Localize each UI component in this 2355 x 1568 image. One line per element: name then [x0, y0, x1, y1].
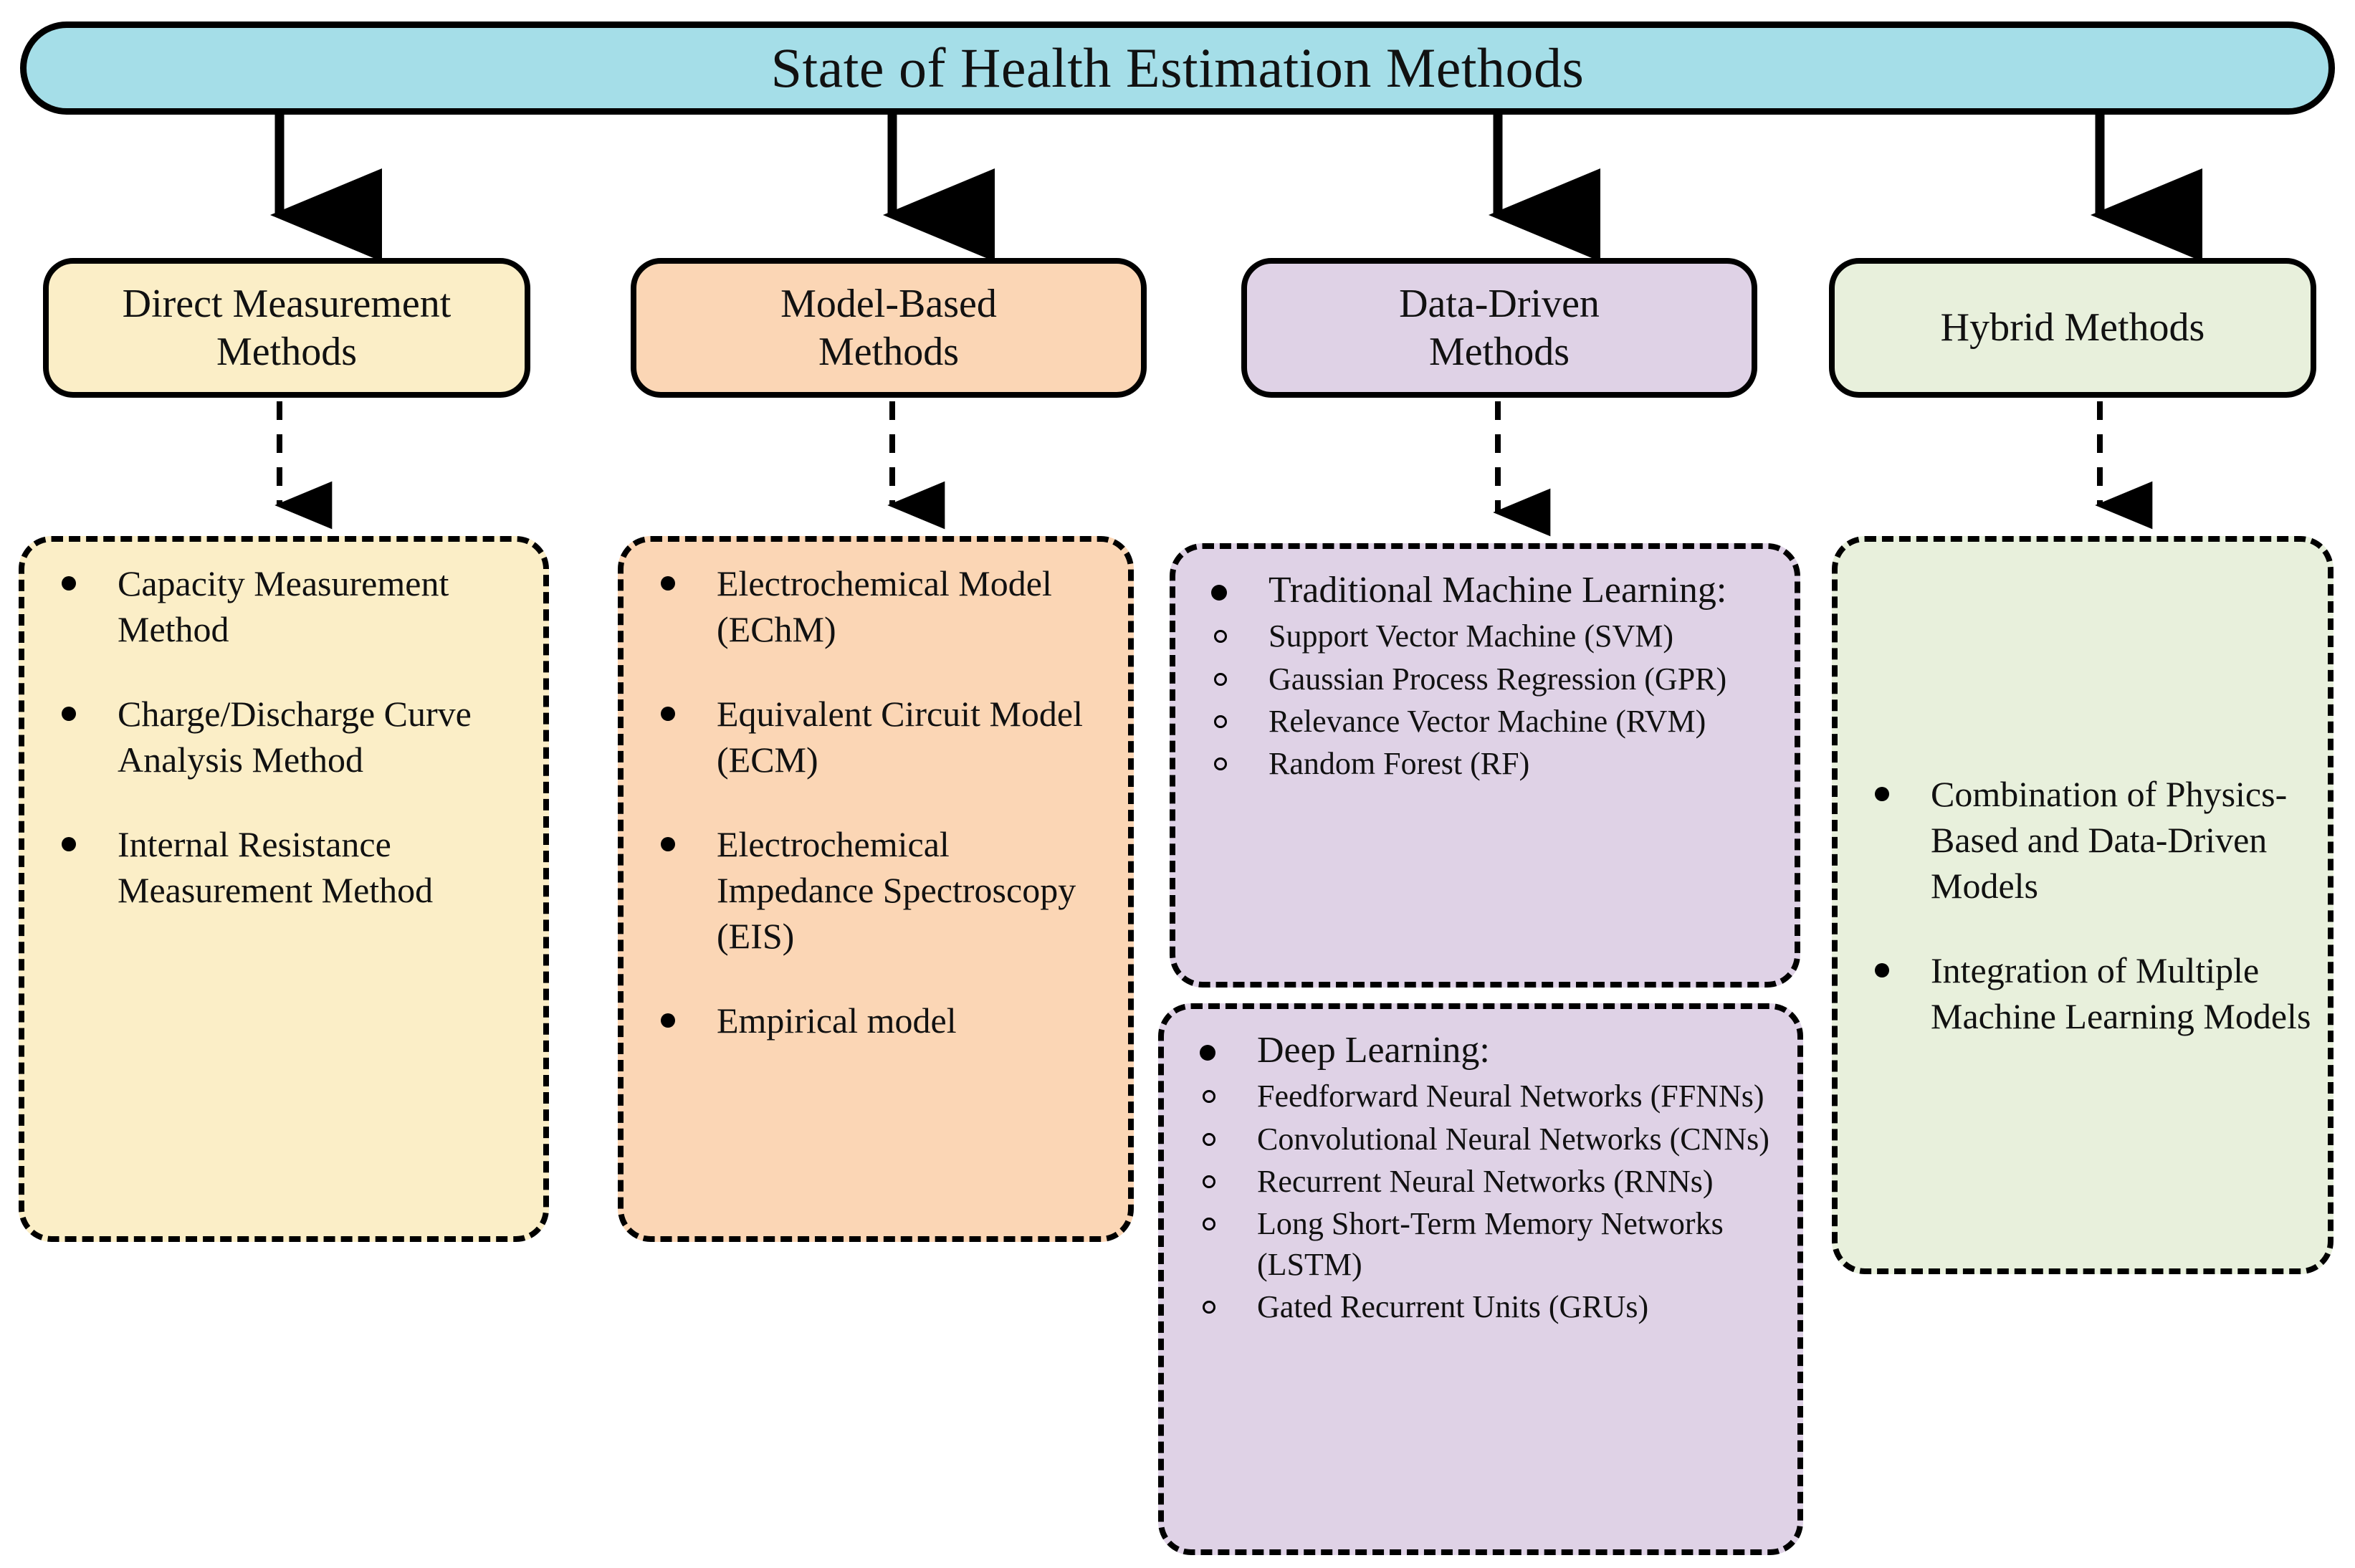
root-node[interactable]: State of Health Estimation Methods: [20, 21, 2335, 115]
direct-measurement-list: Capacity Measurement Method Charge/Disch…: [32, 560, 530, 913]
category-node-direct-measurement[interactable]: Direct Measurement Methods: [43, 258, 530, 398]
sub-list-item: Relevance Vector Machine (RVM): [1183, 701, 1782, 742]
sub-list-item: Recurrent Neural Networks (RNNs): [1171, 1161, 1785, 1202]
category-label-line1: Data-Driven: [1399, 282, 1600, 327]
list-item: Internal Resistance Measurement Method: [32, 821, 530, 913]
list-item: Capacity Measurement Method: [32, 560, 530, 652]
sub-list-item: Feedforward Neural Networks (FFNNs): [1171, 1076, 1785, 1117]
dashed-connector-group: [274, 401, 2153, 537]
list-item: Integration of Multiple Machine Learning…: [1845, 947, 2315, 1039]
sub-list-item: Support Vector Machine (SVM): [1183, 616, 1782, 656]
category-node-data-driven[interactable]: Data-Driven Methods: [1241, 258, 1757, 398]
list-item: Electrochemical Impedance Spectroscopy (…: [631, 821, 1115, 959]
sub-list-item: Long Short-Term Memory Networks (LSTM): [1171, 1203, 1785, 1285]
content-box-deep-learning: Deep Learning: Feedforward Neural Networ…: [1158, 1003, 1803, 1555]
model-based-list: Electrochemical Model (EChM) Equivalent …: [631, 560, 1115, 1043]
category-label-line1: Direct Measurement: [122, 282, 452, 327]
category-label-line2: Methods: [216, 329, 357, 374]
hybrid-list: Combination of Physics-Based and Data-Dr…: [1845, 771, 2315, 1039]
sub-list-item: Gaussian Process Regression (GPR): [1183, 659, 1782, 699]
traditional-ml-list: Support Vector Machine (SVM) Gaussian Pr…: [1183, 616, 1782, 784]
category-node-hybrid[interactable]: Hybrid Methods: [1829, 258, 2316, 398]
sub-list-item: Gated Recurrent Units (GRUs): [1171, 1286, 1785, 1327]
content-box-hybrid: Combination of Physics-Based and Data-Dr…: [1832, 536, 2333, 1274]
category-label-line2: Methods: [818, 329, 959, 374]
group-header-traditional-ml: Traditional Machine Learning:: [1183, 568, 1782, 613]
category-label-line2: Methods: [1429, 329, 1570, 374]
page-title: State of Health Estimation Methods: [770, 37, 1585, 99]
list-item: Empirical model: [631, 998, 1115, 1043]
sub-list-item: Convolutional Neural Networks (CNNs): [1171, 1119, 1785, 1160]
solid-connector-group: [270, 115, 2202, 262]
content-box-model-based: Electrochemical Model (EChM) Equivalent …: [618, 536, 1134, 1242]
list-item: Combination of Physics-Based and Data-Dr…: [1845, 771, 2315, 909]
list-item: Charge/Discharge Curve Analysis Method: [32, 691, 530, 783]
list-item: Electrochemical Model (EChM): [631, 560, 1115, 652]
group-header-deep-learning: Deep Learning:: [1171, 1028, 1785, 1073]
category-node-model-based[interactable]: Model-Based Methods: [631, 258, 1147, 398]
content-box-traditional-ml: Traditional Machine Learning: Support Ve…: [1170, 543, 1800, 988]
deep-learning-list: Feedforward Neural Networks (FFNNs) Conv…: [1171, 1076, 1785, 1327]
list-item: Equivalent Circuit Model (ECM): [631, 691, 1115, 783]
content-box-direct-measurement: Capacity Measurement Method Charge/Disch…: [19, 536, 549, 1242]
category-label-line1: Model-Based: [780, 282, 997, 327]
sub-list-item: Random Forest (RF): [1183, 743, 1782, 784]
category-label-line1: Hybrid Methods: [1940, 305, 2205, 350]
